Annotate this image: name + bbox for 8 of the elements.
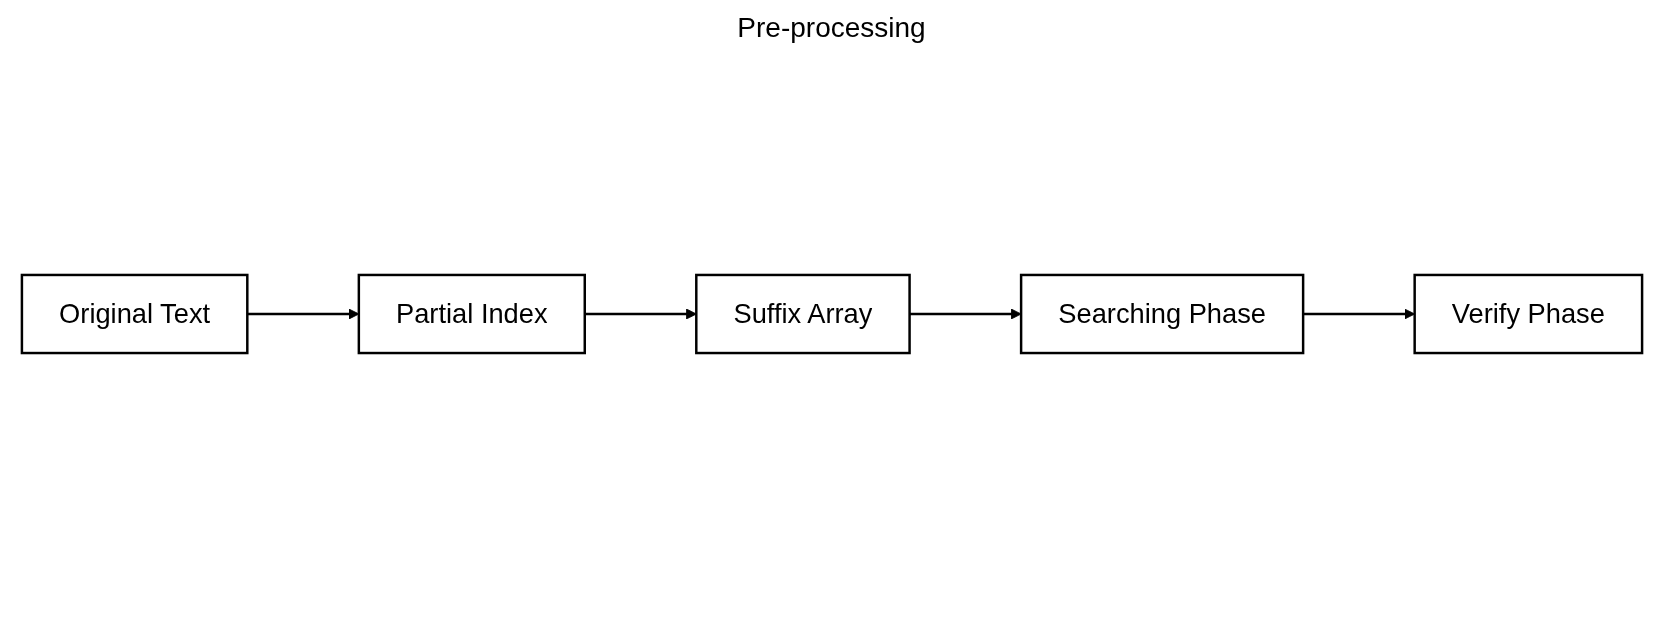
group-label: Pre-processing (737, 12, 926, 43)
node-box: Searching Phase (1019, 273, 1304, 355)
node-box: Partial Index (357, 273, 586, 355)
node-box: Original Text (20, 273, 249, 355)
node-box: Verify Phase (1412, 273, 1643, 355)
arrow (1302, 308, 1415, 320)
arrow (246, 308, 359, 320)
node-box: Suffix Array (694, 273, 911, 355)
